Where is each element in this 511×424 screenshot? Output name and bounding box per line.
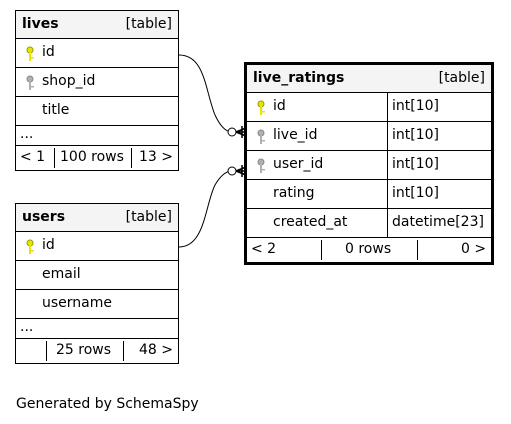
column-name: id [42,44,55,60]
children-link[interactable]: 48 > [139,342,173,358]
primary-key-icon [257,100,265,115]
relationship-optional-marker [227,166,237,176]
foreign-key-icon [257,129,265,144]
column-name: rating [273,185,315,201]
relationship-line-live-id [178,54,233,133]
primary-key-icon [26,239,34,254]
foreign-key-icon [26,75,34,90]
table-kind: [table] [125,209,172,225]
column-row[interactable]: user_id int[10] [247,151,491,180]
column-name: live_id [273,127,318,143]
children-link[interactable]: 0 > [461,241,487,257]
more-columns-ellipsis: ... [16,319,178,339]
foreign-key-icon [257,158,265,173]
table-users[interactable]: users [table] id email username ... 25 r… [15,203,179,364]
table-name[interactable]: live_ratings [253,70,345,86]
parents-link[interactable]: < 2 [251,241,277,257]
table-header: live_ratings [table] [247,65,491,93]
table-kind: [table] [125,16,172,32]
column-row[interactable]: created_at datetime[23] [247,209,491,238]
table-lives[interactable]: lives [table] id shop_id title ... < 1 1… [15,10,179,171]
relationship-line-user-id [178,170,233,248]
column-name: shop_id [42,73,96,89]
table-footer: < 1 100 rows 13 > [16,146,178,170]
column-name: email [42,266,81,282]
row-count: 100 rows [60,149,124,165]
column-name: id [273,98,286,114]
column-row[interactable]: email [16,261,178,290]
relationship-crowsfoot-marker [235,165,247,177]
column-type: int[10] [387,122,491,150]
table-name[interactable]: lives [22,16,59,32]
column-row[interactable]: rating int[10] [247,180,491,209]
row-count: 25 rows [56,342,112,358]
column-row[interactable]: live_id int[10] [247,122,491,151]
column-name: created_at [273,214,348,230]
column-name: title [42,102,70,118]
column-row[interactable]: shop_id [16,68,178,97]
column-row[interactable]: id [16,232,178,261]
column-name: id [42,237,55,253]
row-count: 0 rows [345,241,392,257]
column-type: int[10] [387,180,491,208]
column-row[interactable]: id [16,39,178,68]
parents-link[interactable]: < 1 [20,149,46,165]
table-footer: 25 rows 48 > [16,339,178,363]
table-name[interactable]: users [22,209,66,225]
children-link[interactable]: 13 > [139,149,173,165]
column-row[interactable]: title [16,97,178,126]
table-live-ratings[interactable]: live_ratings [table] id int[10] live_id … [244,62,494,265]
table-header: users [table] [16,204,178,232]
column-row[interactable]: username [16,290,178,319]
column-type: int[10] [387,151,491,179]
relationship-optional-marker [227,127,237,137]
relationship-crowsfoot-marker [235,126,247,138]
column-row[interactable]: id int[10] [247,93,491,122]
more-columns-ellipsis: ... [16,126,178,146]
column-type: int[10] [387,93,491,121]
table-header: lives [table] [16,11,178,39]
primary-key-icon [26,46,34,61]
column-type: datetime[23] [387,209,491,237]
generator-credit: Generated by SchemaSpy [16,396,199,412]
table-kind: [table] [438,70,485,86]
table-footer: < 2 0 rows 0 > [247,238,491,262]
column-name: user_id [273,156,324,172]
column-name: username [42,295,112,311]
